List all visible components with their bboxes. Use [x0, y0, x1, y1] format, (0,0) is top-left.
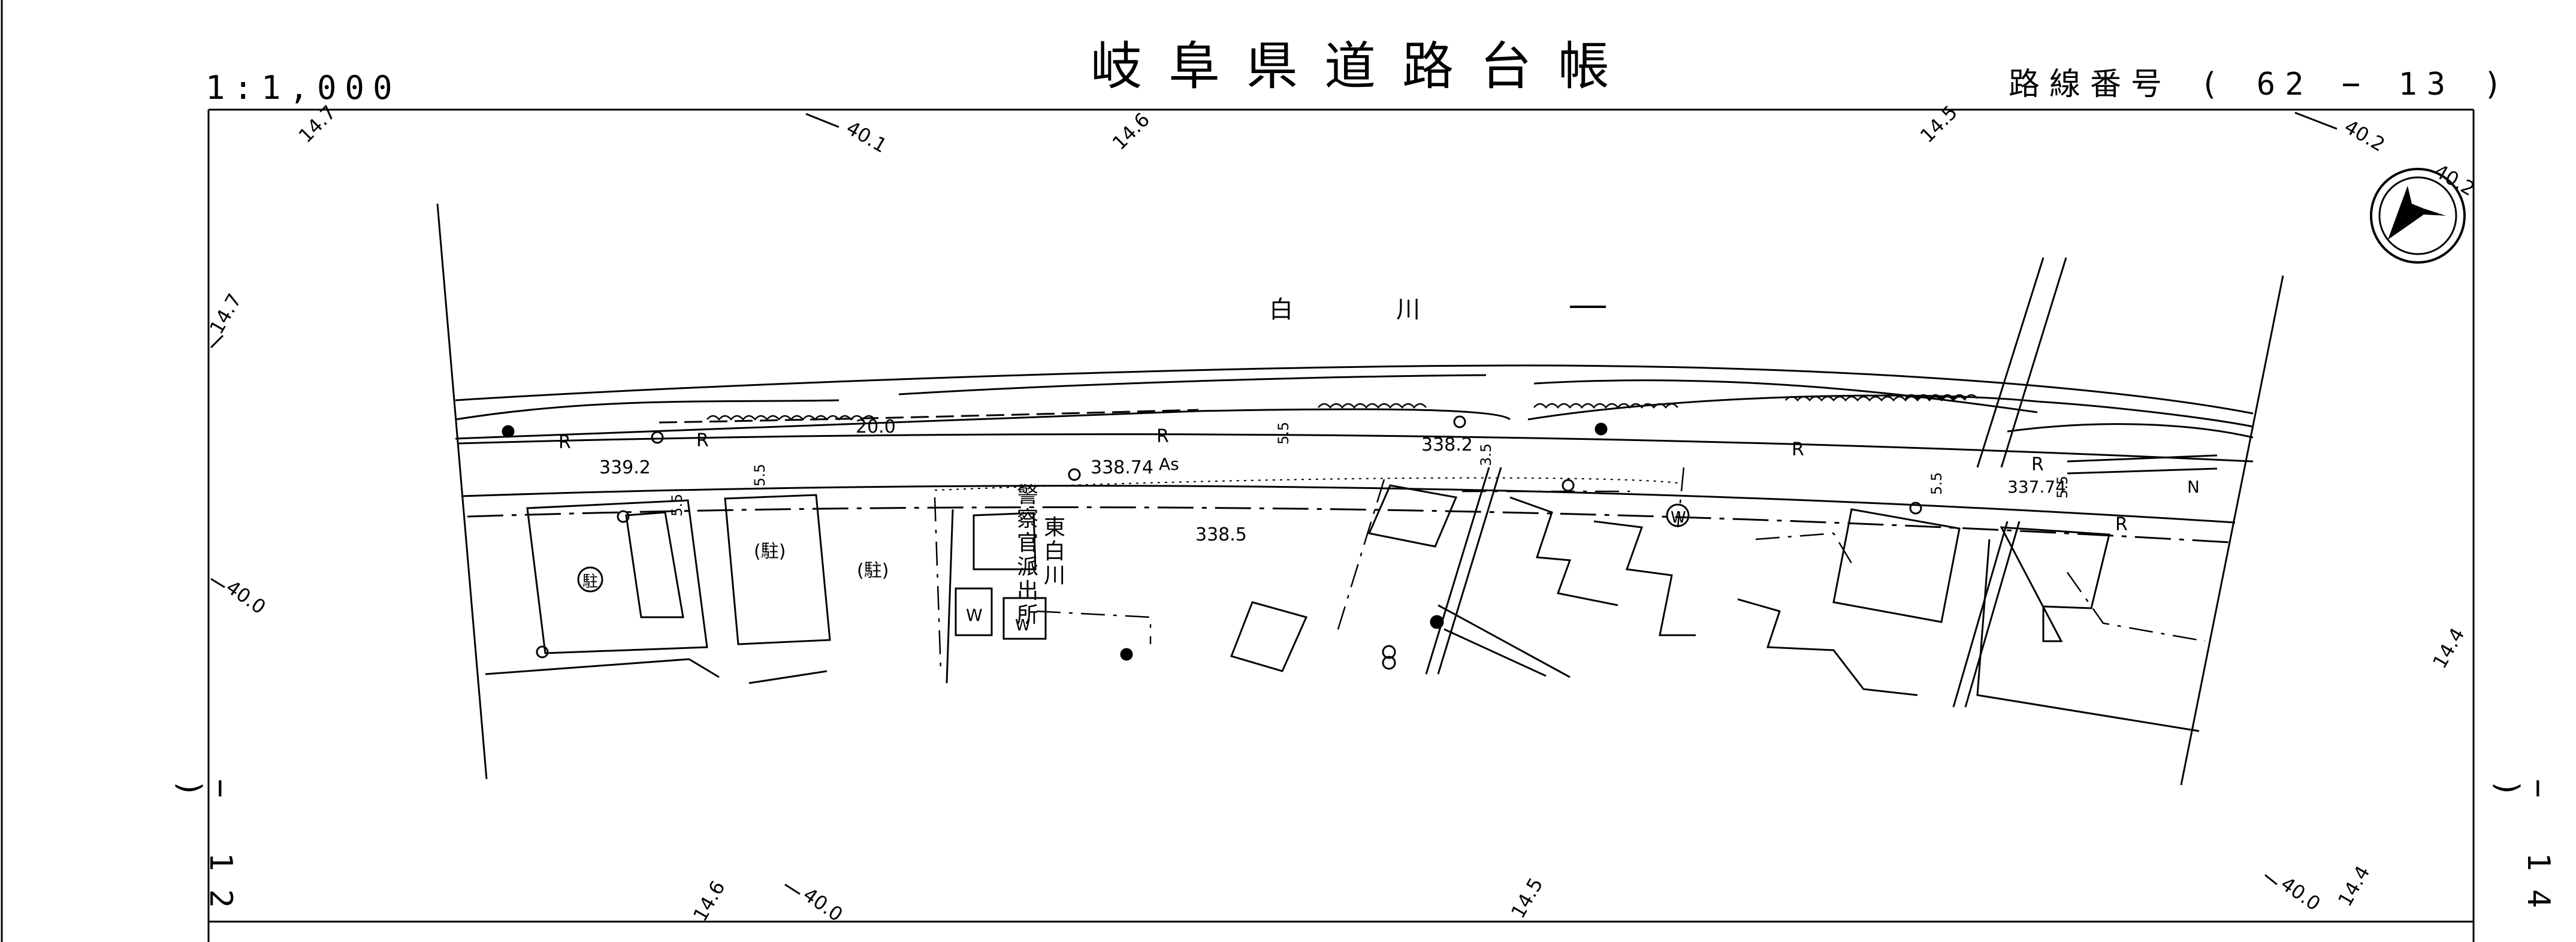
coord-top-5: 40.2 — [2341, 115, 2389, 156]
coord-top-2: 40.1 — [842, 116, 891, 158]
parking-circle — [577, 566, 603, 593]
elevation-5: 337.74 — [2007, 477, 2066, 497]
east-char-2: 白 — [1044, 539, 1065, 564]
east-char-1: 東 — [1044, 515, 1065, 540]
offset-6: 5.5 — [2054, 476, 2071, 499]
coord-bottom-5: 14.4 — [2333, 862, 2375, 910]
coord-left-2: 40.0 — [222, 575, 270, 618]
police-char-3: 官 — [1017, 531, 1038, 555]
coord-tick — [210, 334, 224, 349]
bank-mark-6: R — [2115, 514, 2128, 535]
coord-tick — [784, 883, 801, 895]
parcels — [485, 484, 2200, 732]
map-frame — [207, 108, 2475, 942]
river-label-1: 白 — [1269, 296, 1293, 324]
coord-bottom-1: 14.6 — [688, 877, 730, 925]
coord-tick — [2264, 874, 2278, 886]
elevation-2: 338.74 — [1091, 457, 1153, 478]
offset-1: 5.5 — [669, 494, 685, 517]
road-lines — [458, 433, 2254, 544]
asphalt-mark: As — [1159, 454, 1179, 474]
coord-top-6: 40.2 — [2430, 159, 2479, 201]
offset-2: 5.5 — [751, 464, 768, 487]
scale-label: 1:1,000 — [206, 69, 401, 107]
coord-bottom-4: 40.0 — [2276, 872, 2324, 915]
coord-tick — [2294, 111, 2338, 130]
offset-3: 5.5 — [1275, 422, 1292, 445]
map-extent — [436, 203, 2284, 786]
water-mark-3: W — [1671, 509, 1686, 527]
police-char-4: 派 — [1017, 555, 1038, 579]
survey-points — [502, 415, 1922, 670]
coord-bottom-3: 14.5 — [1506, 874, 1548, 922]
elevation-4: 338.2 — [1421, 434, 1473, 455]
police-char-6: 所 — [1017, 603, 1038, 627]
coord-right-1: 14.4 — [2428, 624, 2469, 672]
water-mark-2: W — [1015, 617, 1031, 635]
coord-tick — [805, 113, 839, 128]
east-char-3: 川 — [1044, 563, 1065, 588]
parking-circled-label: 駐 — [582, 573, 598, 591]
parking-label-2: (駐) — [857, 560, 889, 581]
north-arrow-icon — [2370, 168, 2466, 264]
bank-mark-3: R — [1156, 426, 1169, 447]
coord-top-1: 14.7 — [294, 101, 340, 147]
north-mark: N — [2187, 477, 2200, 497]
offset-5: 5.5 — [1928, 472, 1945, 495]
coord-top-4: 14.5 — [1916, 101, 1962, 147]
bank-mark-1: R — [558, 432, 571, 453]
adjacent-sheet-right: − 14 ) — [2489, 779, 2556, 926]
water-mark-1: W — [966, 605, 983, 625]
coord-top-3: 14.6 — [1108, 108, 1154, 154]
police-char-2: 察 — [1017, 507, 1038, 532]
elevation-1: 339.2 — [599, 457, 651, 478]
river-label-2: 川 — [1396, 296, 1420, 324]
bank-mark-4: R — [1792, 439, 1804, 460]
elevation-3: 338.5 — [1195, 524, 1247, 545]
bank-mark-2: R — [696, 430, 709, 451]
police-char-1: 警 — [1017, 483, 1038, 508]
sheet-title: 岐阜県道路台帳 — [1091, 37, 1636, 96]
parking-label-1: (駐) — [754, 541, 786, 562]
offset-4: 3.5 — [1478, 443, 1494, 466]
bank-mark-5: R — [2031, 454, 2044, 475]
culvert-hatch — [1425, 454, 2218, 708]
coord-bottom-2: 40.0 — [799, 883, 847, 926]
river-bank — [455, 364, 2254, 440]
boundary-lines — [934, 467, 2206, 672]
road-width: 20.0 — [856, 416, 896, 437]
coord-left-1: 14.7 — [205, 289, 246, 338]
route-number: 路線番号 ( 62 − 13 ) — [2009, 67, 2512, 102]
coord-tick — [210, 578, 225, 588]
embankment-symbols — [706, 394, 1978, 421]
police-char-5: 出 — [1017, 579, 1038, 603]
